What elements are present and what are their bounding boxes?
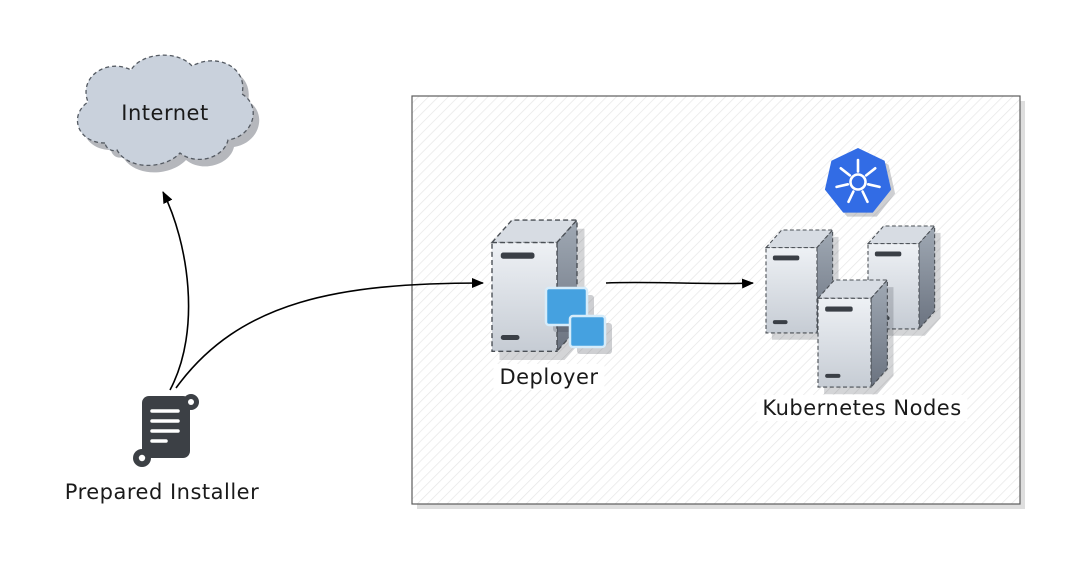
arrow-installer-to-internet <box>162 191 190 391</box>
internet-label: Internet <box>121 101 209 125</box>
arrow-deployer-to-nodes <box>605 278 754 289</box>
kubernetes-nodes-label: Kubernetes Nodes <box>756 395 968 421</box>
arrow-installer-to-deployer <box>175 278 484 389</box>
prepared-installer-label: Prepared Installer <box>64 480 260 504</box>
app-squares-icon <box>544 286 612 354</box>
deployer-label: Deployer <box>493 364 605 390</box>
scroll-icon <box>133 394 199 467</box>
cloud-icon <box>76 54 260 173</box>
kubernetes-logo-icon <box>824 148 896 217</box>
k8s-node-server-icon <box>817 279 895 395</box>
